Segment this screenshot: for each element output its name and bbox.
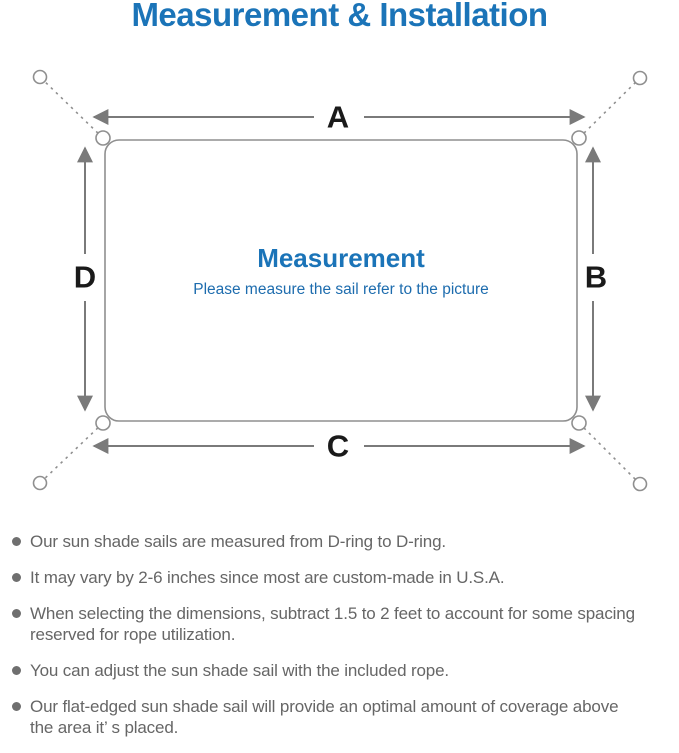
rope-line-top-left — [39, 76, 104, 139]
anchor-point-top-right — [632, 70, 648, 86]
bullet-icon — [12, 609, 21, 618]
d-ring-top-right — [571, 130, 587, 146]
rope-line-bottom-right — [578, 422, 641, 485]
dimension-label-a: A — [321, 101, 355, 133]
d-ring-top-left — [95, 130, 111, 146]
note-item: Our sun shade sails are measured from D-… — [12, 531, 673, 552]
note-item: Our flat-edged sun shade sail will provi… — [12, 696, 673, 738]
diagram-heading: Measurement — [257, 243, 425, 273]
bullet-icon — [12, 573, 21, 582]
note-text: Our sun shade sails are measured from D-… — [30, 532, 446, 551]
anchor-point-top-left — [32, 69, 48, 85]
diagram-subtitle: Please measure the sail refer to the pic… — [193, 281, 489, 298]
measurement-diagram: A B C D Measurement Please measure the s… — [32, 69, 648, 492]
note-item: You can adjust the sun shade sail with t… — [12, 660, 673, 681]
d-ring-bottom-left — [95, 415, 111, 431]
note-text: Our flat-edged sun shade sail will provi… — [30, 697, 619, 737]
note-item: It may vary by 2-6 inches since most are… — [12, 567, 673, 588]
anchor-point-bottom-right — [632, 476, 648, 492]
note-text: When selecting the dimensions, subtract … — [30, 604, 635, 644]
rope-line-top-right — [578, 77, 641, 139]
notes-list: Our sun shade sails are measured from D-… — [0, 531, 679, 753]
bullet-icon — [12, 537, 21, 546]
note-item: When selecting the dimensions, subtract … — [12, 603, 673, 645]
diagram-center-text: Measurement Please measure the sail refe… — [105, 243, 577, 299]
dimension-label-d: D — [71, 257, 99, 297]
sail-diagram-graphic — [32, 69, 648, 492]
dimension-label-b: B — [582, 257, 610, 297]
sail-outline — [104, 139, 578, 422]
rope-line-bottom-left — [39, 422, 104, 484]
d-ring-bottom-right — [571, 415, 587, 431]
page-title: Measurement & Installation — [131, 0, 548, 33]
bullet-icon — [12, 666, 21, 675]
bullet-icon — [12, 702, 21, 711]
note-text: You can adjust the sun shade sail with t… — [30, 661, 449, 680]
anchor-point-bottom-left — [32, 475, 48, 491]
dimension-label-c: C — [321, 430, 355, 462]
note-text: It may vary by 2-6 inches since most are… — [30, 568, 505, 587]
